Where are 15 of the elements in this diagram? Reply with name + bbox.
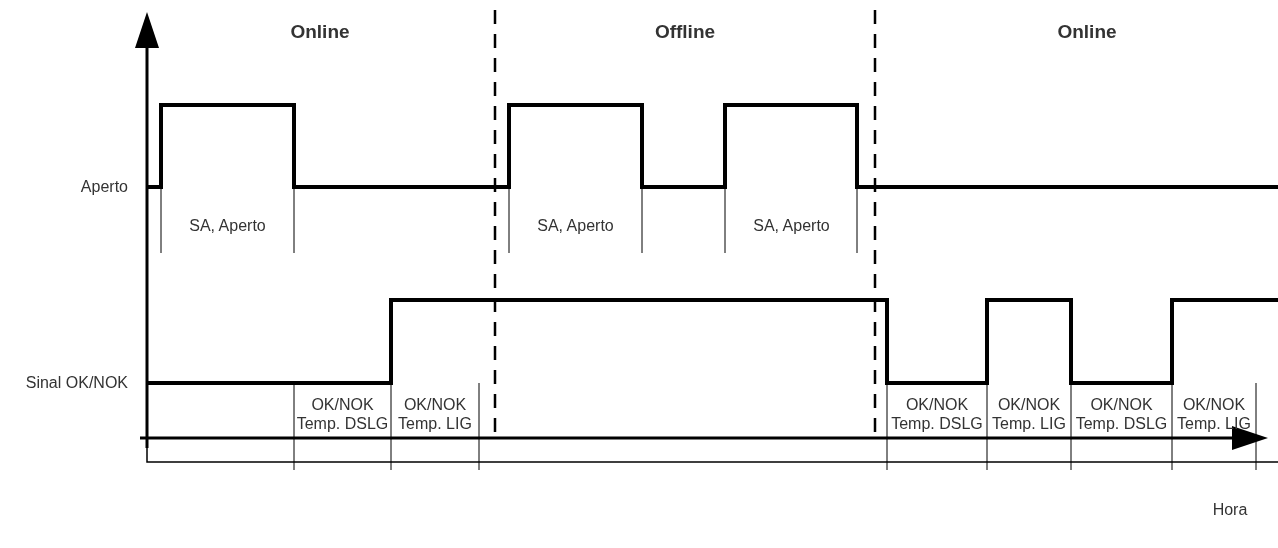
interval-label: SA, Aperto [188, 216, 267, 235]
interval-label: SA, Aperto [752, 216, 831, 235]
phase-label: Offline [653, 22, 717, 41]
interval-label: OK/NOK Temp. LIG [397, 395, 473, 433]
interval-label: OK/NOK Temp. LIG [991, 395, 1067, 433]
interval-label: OK/NOK Temp. DSLG [296, 395, 389, 433]
interval-label: OK/NOK Temp. DSLG [890, 395, 984, 433]
interval-label: SA, Aperto [536, 216, 615, 235]
axis-label: Hora [1211, 500, 1249, 519]
phase-label: Online [289, 22, 351, 41]
signal-label: Sinal OK/NOK [24, 373, 128, 392]
phase-label: Online [1056, 22, 1118, 41]
signal-label: Aperto [79, 177, 128, 196]
interval-label: OK/NOK Temp. LIG [1176, 395, 1252, 433]
interval-label: OK/NOK Temp. DSLG [1074, 395, 1169, 433]
